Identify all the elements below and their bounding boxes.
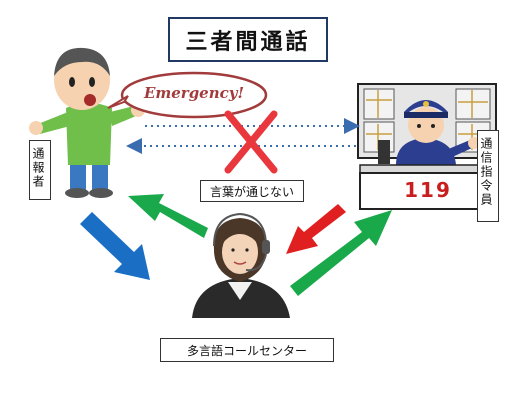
arrow-dispatcher-to-center: [286, 204, 346, 254]
caller-label: 通報者: [29, 140, 51, 200]
arrow-center-to-caller: [128, 194, 208, 238]
arrow-center-to-dispatcher: [290, 210, 392, 296]
cross-mark: [224, 110, 278, 174]
sign-number: 119: [404, 178, 452, 202]
dispatcher-label: 通信指令員: [477, 130, 499, 222]
title: 三者間通話: [168, 17, 328, 62]
speech-bubble-text: Emergency!: [143, 84, 245, 102]
blocked-label: 言葉が通じない: [200, 180, 304, 202]
speech-bubble: [107, 71, 268, 119]
center-label: 多言語コールセンター: [160, 338, 334, 362]
operator-figure: [192, 212, 290, 318]
dotted-arrows: [126, 118, 360, 154]
arrow-caller-to-center: [80, 212, 150, 280]
